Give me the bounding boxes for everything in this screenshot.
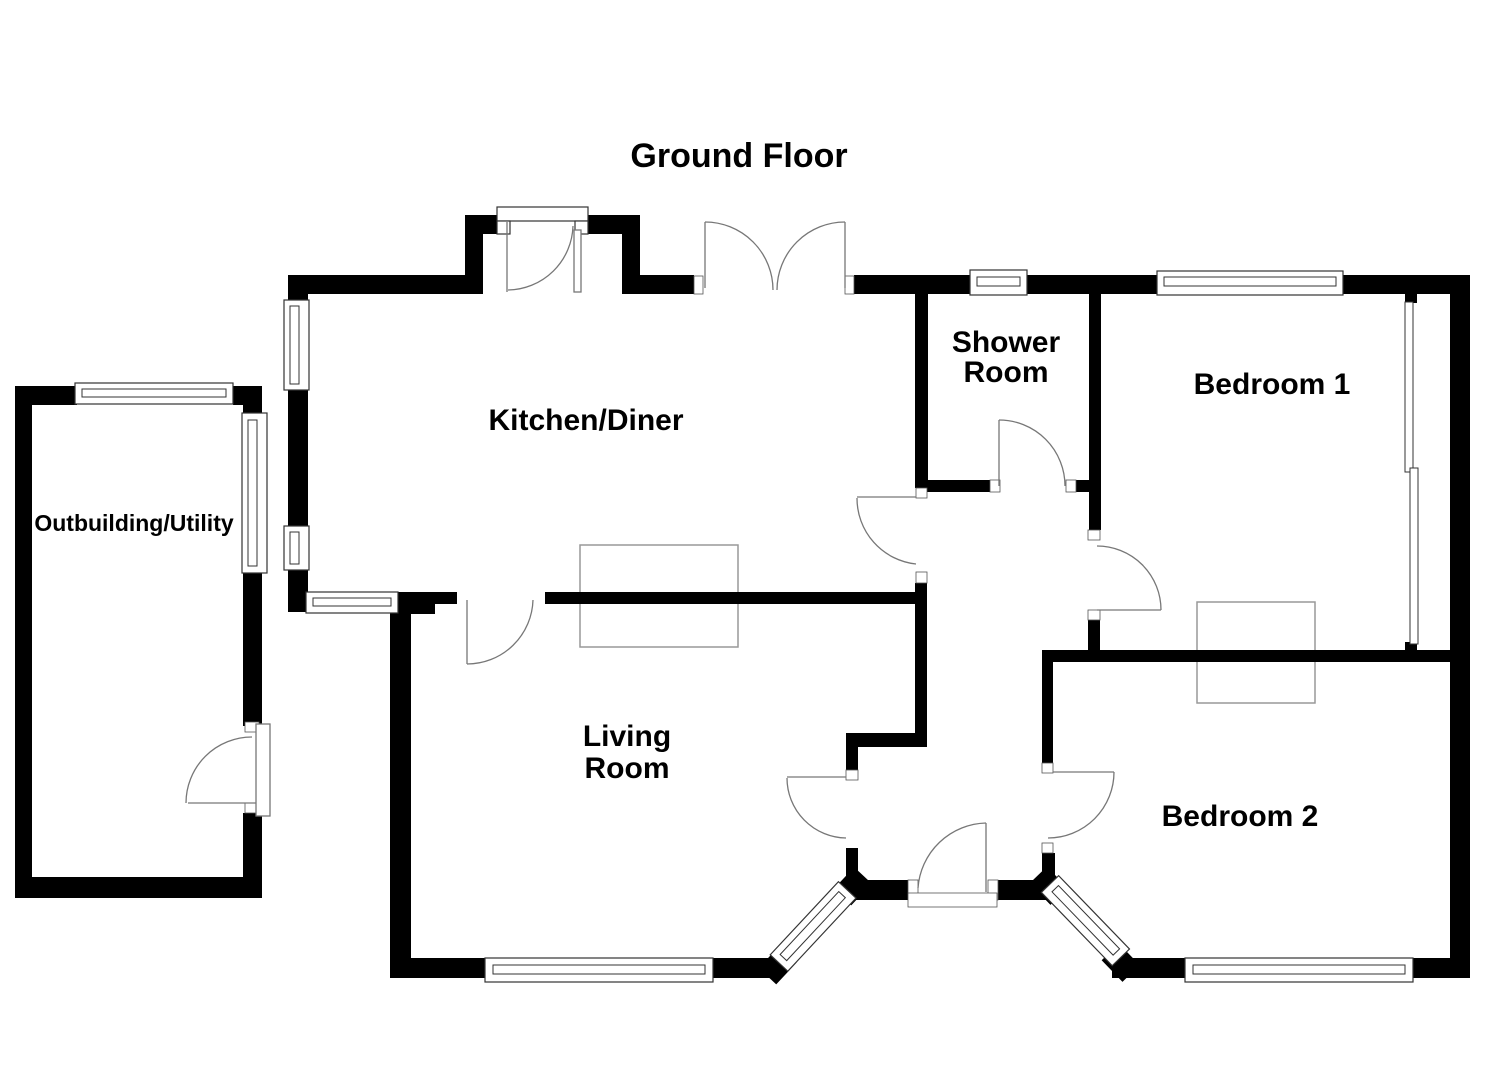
kitchen-left-window-1 bbox=[283, 299, 310, 391]
bedroom2-bottom-window bbox=[1184, 957, 1414, 983]
divider-wall-a bbox=[398, 592, 435, 614]
kitchen-notch-right-wall bbox=[622, 232, 640, 294]
front-door bbox=[917, 822, 987, 892]
room-label-living-line2: Room bbox=[585, 752, 670, 785]
bedroom1-right-window-1 bbox=[1404, 301, 1414, 473]
outbuilding-top-wall-right bbox=[233, 386, 262, 405]
front-door-sill bbox=[907, 892, 998, 908]
furniture bbox=[579, 544, 1316, 704]
kitchen-hall-jamb-top bbox=[915, 487, 928, 499]
kitchen-notch-top-right bbox=[587, 215, 640, 234]
living-bottom-wall-right bbox=[711, 958, 775, 978]
bedroom-divider-wall bbox=[1042, 650, 1470, 662]
living-left-wall bbox=[390, 611, 411, 978]
room-label-kitchen: Kitchen/Diner bbox=[488, 404, 683, 437]
outbuilding-door bbox=[185, 723, 271, 817]
bedroom1-right-window-2 bbox=[1409, 467, 1419, 645]
bedroom1-door-jamb-top bbox=[1087, 529, 1101, 541]
bedroom2-bay-window bbox=[1040, 874, 1131, 967]
kitchen-living-door bbox=[466, 599, 534, 665]
bedroom1-door bbox=[1096, 545, 1162, 611]
double-door-jamb-right bbox=[844, 275, 855, 295]
divider-wall-c bbox=[545, 592, 916, 604]
top-wall-before-doors bbox=[640, 275, 694, 294]
shower-bottom-wall bbox=[925, 480, 990, 492]
living-hall-door bbox=[786, 776, 847, 839]
outbuilding-top-wall-left bbox=[15, 386, 77, 405]
patio-double-door bbox=[704, 221, 846, 291]
top-wall-right bbox=[1343, 275, 1470, 294]
door-jambs bbox=[244, 275, 1101, 908]
room-label-bedroom2: Bedroom 2 bbox=[1162, 800, 1319, 833]
shower-top-window bbox=[969, 269, 1028, 296]
living-bottom-window bbox=[484, 957, 714, 983]
kitchen-hall-door bbox=[856, 496, 917, 565]
room-label-living-line1: Living bbox=[583, 720, 671, 753]
outbuilding-right-wall-mid bbox=[243, 571, 262, 726]
bedroom2-door bbox=[1047, 771, 1115, 839]
outbuilding-right-wall-stub bbox=[243, 403, 262, 415]
outbuilding-right-wall-low bbox=[243, 813, 262, 898]
bedroom1-window-stub-bottom bbox=[1405, 642, 1417, 654]
outbuilding-right-window bbox=[241, 412, 268, 574]
living-hall-jamb bbox=[845, 769, 859, 781]
hall-left-wall bbox=[915, 583, 927, 733]
outbuilding-left-wall bbox=[15, 386, 32, 898]
divider-wall-b bbox=[435, 592, 457, 604]
shower-door bbox=[998, 419, 1066, 487]
top-wall-mid bbox=[1027, 275, 1157, 294]
kitchen-bottom-window bbox=[305, 591, 399, 614]
top-wall-after-doors bbox=[854, 275, 970, 294]
bedroom1-door-jamb-bottom bbox=[1087, 609, 1101, 621]
kitchen-notch-left-wall bbox=[465, 215, 483, 294]
outbuilding-bottom-wall bbox=[15, 877, 262, 898]
hall-step-wall bbox=[846, 733, 927, 747]
kitchen-notch-top-left bbox=[465, 215, 498, 234]
shower-door-jamb-right bbox=[1065, 479, 1077, 493]
room-label-outbuilding: Outbuilding/Utility bbox=[34, 510, 234, 536]
room-label-shower-line2: Room bbox=[964, 356, 1049, 389]
shower-left-wall bbox=[915, 294, 928, 488]
double-door-jamb-left bbox=[693, 275, 704, 295]
shower-door-jamb-left bbox=[989, 479, 1001, 493]
shower-bottom-stub bbox=[1076, 480, 1090, 492]
shower-right-wall bbox=[1089, 294, 1101, 530]
floor-title: Ground Floor bbox=[630, 137, 847, 175]
kitchen-back-door bbox=[506, 222, 582, 293]
labels: Ground Floor Kitchen/Diner Shower Room B… bbox=[34, 137, 1350, 833]
bedroom2-door-jamb-bottom bbox=[1041, 842, 1054, 854]
outbuilding-top-window bbox=[74, 382, 234, 405]
kitchen-left-wall-b bbox=[288, 390, 308, 528]
bedroom1-left-stub bbox=[1088, 620, 1100, 650]
kitchen-left-window-2 bbox=[283, 525, 310, 571]
room-label-bedroom1: Bedroom 1 bbox=[1194, 368, 1351, 401]
bedroom1-window-stub-top bbox=[1405, 293, 1417, 303]
kitchen-top-wall bbox=[288, 275, 465, 294]
windows bbox=[74, 206, 1419, 983]
bedroom2-bottom-wall-right bbox=[1411, 958, 1470, 978]
bedroom2-left-wall bbox=[1042, 650, 1053, 763]
living-bay-window bbox=[769, 880, 857, 973]
doors bbox=[185, 221, 1162, 892]
bedroom2-door-jamb-top bbox=[1041, 762, 1054, 774]
walls bbox=[15, 215, 1470, 985]
bedroom1-top-window bbox=[1156, 270, 1344, 296]
kitchen-hall-jamb-bottom bbox=[915, 571, 928, 584]
kitchen-left-wall-c bbox=[288, 568, 308, 612]
living-bottom-wall-left bbox=[390, 958, 487, 978]
hall-left-wall-low bbox=[846, 747, 858, 770]
right-outer-wall bbox=[1450, 275, 1470, 978]
room-label-shower-line1: Shower bbox=[952, 326, 1061, 359]
